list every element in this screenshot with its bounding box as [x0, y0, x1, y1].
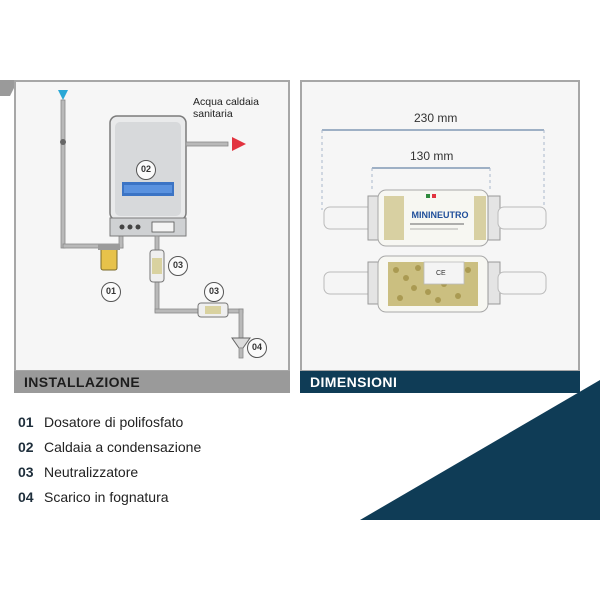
- svg-text:CE: CE: [436, 270, 446, 277]
- legend-label: Scarico in fognatura: [44, 489, 169, 505]
- hot-water-arrow-icon: [232, 137, 246, 151]
- dimensions-header: DIMENSIONI: [300, 371, 580, 393]
- legend-label: Dosatore di polifosfato: [44, 414, 184, 430]
- cold-water-inlet-icon: [58, 90, 68, 100]
- legend-label: Caldaia a condensazione: [44, 439, 202, 455]
- legend-number: 04: [18, 489, 34, 505]
- badge-03-a: 03: [168, 256, 188, 276]
- component-legend: 01 Dosatore di polifosfato 02 Caldaia a co…: [18, 410, 278, 510]
- legend-number: 03: [18, 464, 34, 480]
- legend-label: Neutralizzatore: [44, 464, 139, 480]
- legend-item-02: 02 Caldaia a condensazione: [18, 435, 278, 460]
- badge-04: 04: [247, 338, 267, 358]
- condensing-boiler: [109, 115, 187, 237]
- badge-02: 02: [136, 160, 156, 180]
- legend-item-03: 03 Neutralizzatore: [18, 460, 278, 485]
- product-neutralizer-front: [323, 189, 547, 247]
- installation-header: INSTALLAZIONE: [14, 371, 290, 393]
- hot-water-label: Acqua caldaia sanitaria: [193, 96, 283, 120]
- hot-water-label-line2: sanitaria: [193, 108, 233, 120]
- legend-number: 02: [18, 439, 34, 455]
- hot-water-label-line1: Acqua caldaia: [193, 96, 259, 108]
- product-brand-label: MININEUTRO: [412, 210, 469, 220]
- length-body-label: 130 mm: [410, 149, 454, 163]
- legend-item-04: 04 Scarico in fognatura: [18, 485, 278, 510]
- legend-item-01: 01 Dosatore di polifosfato: [18, 410, 278, 435]
- badge-03-b: 03: [204, 282, 224, 302]
- length-total-label: 230 mm: [414, 111, 458, 125]
- legend-number: 01: [18, 414, 34, 430]
- badge-01: 01: [101, 282, 121, 302]
- product-neutralizer-granules: CE: [323, 255, 547, 313]
